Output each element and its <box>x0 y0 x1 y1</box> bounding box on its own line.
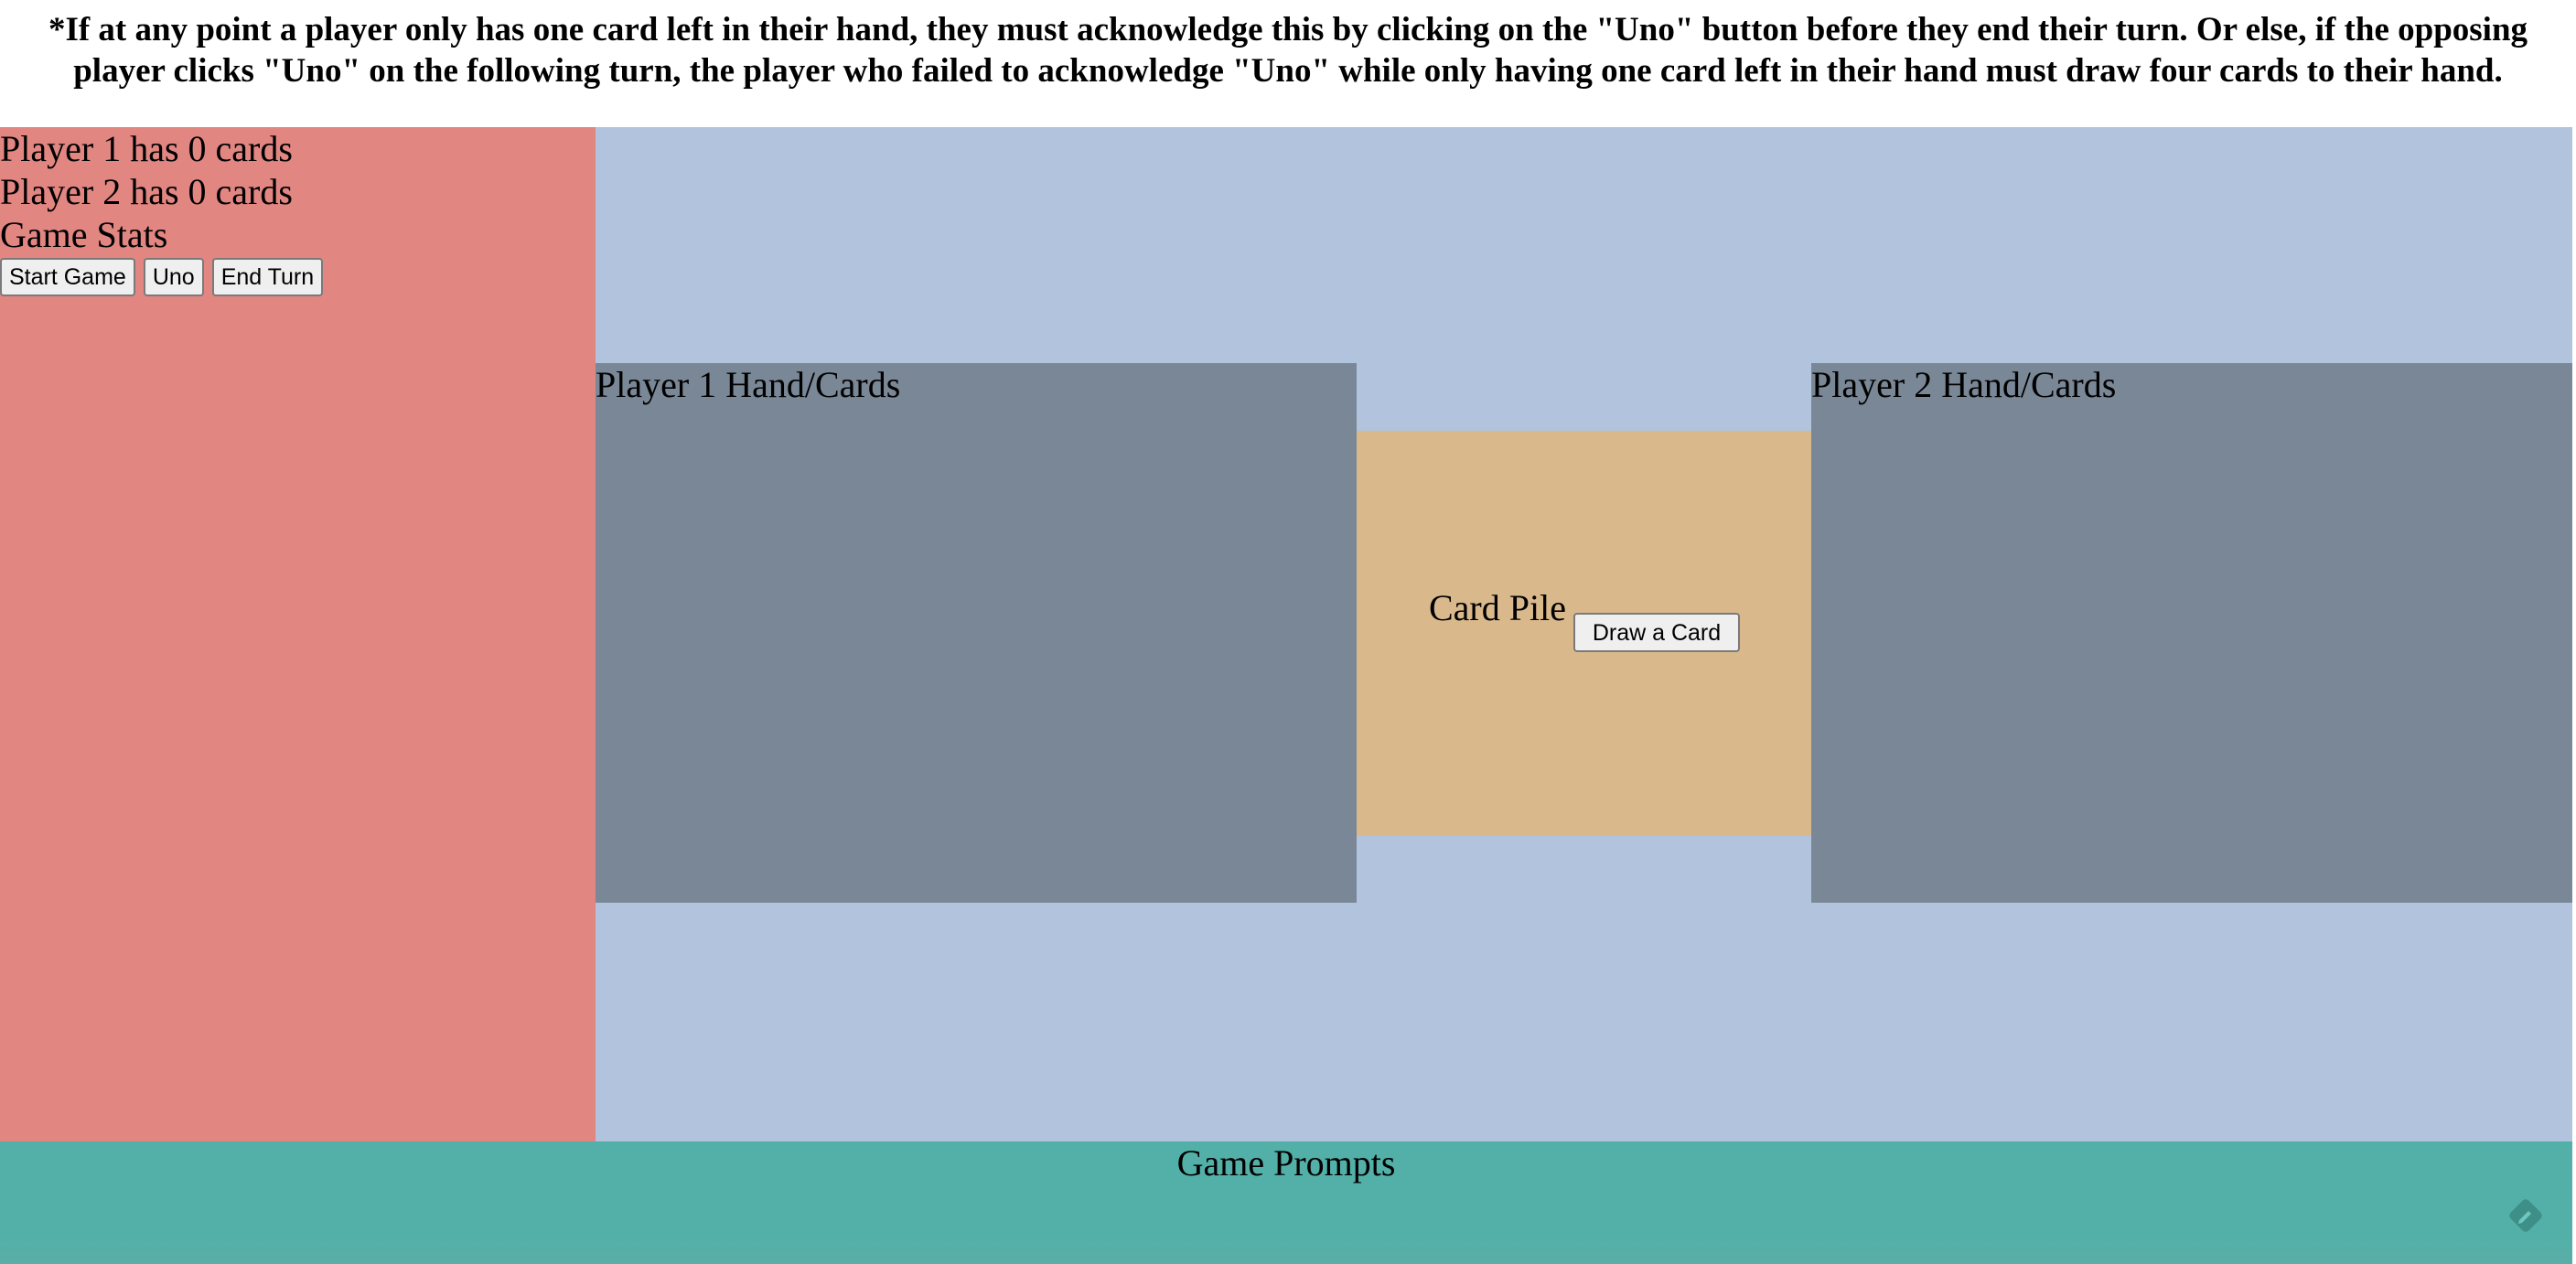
game-controls: Start Game Uno End Turn <box>0 258 596 296</box>
draw-card-button[interactable]: Draw a Card <box>1573 613 1740 652</box>
card-pile-label: Card Pile <box>1429 587 1566 628</box>
diamond-edit-icon[interactable] <box>2505 1194 2547 1237</box>
player-1-hand: Player 1 Hand/Cards <box>596 363 1357 903</box>
notice-line-1: *If at any point a player only has one c… <box>48 11 2528 48</box>
player-2-card-count: Player 2 has 0 cards <box>0 171 293 212</box>
player-2-hand-label: Player 2 Hand/Cards <box>1811 364 2117 405</box>
player-1-hand-label: Player 1 Hand/Cards <box>596 364 901 405</box>
card-pile: Card Pile Draw a Card <box>1357 431 1811 836</box>
game-stats-title: Game Stats <box>0 214 168 255</box>
game-prompts-label: Game Prompts <box>1176 1142 1396 1184</box>
game-stats-panel: Player 1 has 0 cards Player 2 has 0 card… <box>0 127 596 1141</box>
game-prompts-panel: Game Prompts <box>0 1141 2572 1264</box>
notice-line-2: player clicks "Uno" on the following tur… <box>73 52 2503 90</box>
end-turn-button[interactable]: End Turn <box>211 258 324 296</box>
player-1-card-count: Player 1 has 0 cards <box>0 128 293 169</box>
uno-rule-notice: *If at any point a player only has one c… <box>0 9 2576 91</box>
start-game-button[interactable]: Start Game <box>0 258 135 296</box>
player-2-hand: Player 2 Hand/Cards <box>1811 363 2572 903</box>
uno-button[interactable]: Uno <box>143 258 204 296</box>
